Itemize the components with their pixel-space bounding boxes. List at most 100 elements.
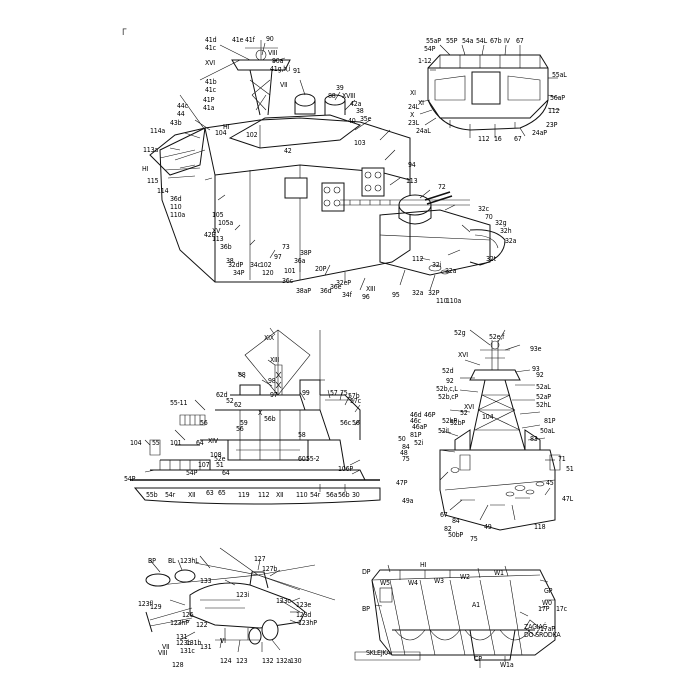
bridge-cap-part-label: 54a: [462, 37, 474, 45]
superstructure-part-label: 56: [352, 419, 360, 427]
mast-part-label: 92: [536, 371, 544, 379]
superstructure-part-label: 106P: [338, 465, 354, 473]
mast-part-label: 50bP: [448, 531, 464, 539]
bridge-part-label: 110a: [446, 297, 462, 305]
mast-part-label: 47L: [562, 495, 573, 503]
helicopter-figure: [145, 547, 336, 653]
superstructure-part-label: 98: [268, 377, 276, 385]
hangar-part-label: W0: [542, 599, 552, 607]
bridge-part-label: 110: [436, 297, 448, 305]
bridge-part-label: 40: [348, 117, 356, 125]
mast-part-label: 52bP: [450, 419, 466, 427]
bridge-part-label: 114a: [150, 127, 166, 135]
bridge-part-label: 41a: [203, 104, 215, 112]
bridge-part-label: 110: [170, 203, 182, 211]
bridge-part-label: 36b: [220, 243, 232, 251]
bridge-part-label: 20P: [315, 265, 327, 273]
bridge-part-label: 94: [408, 161, 416, 169]
bridge-part-label: 102: [260, 261, 272, 269]
mast-part-label: 52iL: [438, 427, 451, 435]
superstructure-part-label: 54r: [310, 491, 320, 499]
mast-part-label: 47P: [396, 479, 408, 487]
bridge-part-label: 32a: [505, 237, 517, 245]
superstructure-part-label: 65: [218, 489, 226, 497]
helicopter-part-label: 127: [254, 555, 266, 563]
helicopter-part-label: BL: [168, 557, 176, 565]
bridge-part-label: 36d: [320, 287, 332, 295]
bridge-part-label: 32a: [445, 267, 457, 275]
bridge-part-label: 32a: [412, 289, 424, 297]
bridge-part-label: 72: [438, 183, 446, 191]
bridge-part-label: 42: [284, 147, 292, 155]
bridge-part-label: 38aP: [296, 287, 311, 295]
bridge-part-label: 32c: [478, 205, 489, 213]
bridge-part-label: 32P: [428, 289, 440, 297]
hangar-part-label: W1a: [500, 661, 514, 669]
superstructure-part-label: 55-2: [306, 455, 320, 463]
mast-part-label: 48: [400, 449, 408, 457]
helicopter-part-label: 123i: [236, 591, 249, 599]
bridge-part-label: 112: [412, 255, 424, 263]
helicopter-part-label: VI: [220, 637, 226, 645]
bridge-part-label: 43b: [170, 119, 182, 127]
superstructure-part-label: 56b: [338, 491, 350, 499]
helicopter-part-label: 131: [176, 633, 188, 641]
hangar-part-label: W5: [380, 579, 390, 587]
bridge-part-label: 88: [328, 92, 336, 100]
helicopter-part-label: 123hL: [180, 557, 199, 565]
bridge-part-label: 39: [336, 84, 344, 92]
hangar-part-label: CP: [474, 655, 482, 663]
bridge-part-label: HI: [142, 165, 149, 173]
bridge-part-label: 36c: [282, 277, 293, 285]
bridge-part-label: 36d: [170, 195, 182, 203]
helicopter-part-label: 123fl: [138, 600, 153, 608]
bridge-part-label: 113: [212, 235, 224, 243]
bridge-part-label: 41d: [205, 36, 217, 44]
mast-part-label: 52g: [454, 329, 466, 337]
bridge-part-label: 101: [284, 267, 296, 275]
helicopter-part-label: 123b: [176, 639, 192, 647]
superstructure-part-label: 55b: [146, 491, 158, 499]
bridge-cap-part-label: 67: [514, 135, 522, 143]
superstructure-part-label: 108: [210, 451, 222, 459]
helicopter-part-label: 133: [200, 577, 212, 585]
bridge-part-label: 34P: [233, 269, 245, 277]
bridge-part-label: 42P: [204, 231, 216, 239]
bridge-part-label: 105a: [218, 219, 234, 227]
mast-part-label: 46d: [410, 411, 422, 419]
superstructure-part-label: 110: [296, 491, 308, 499]
bridge-cap-part-label: 16: [494, 135, 502, 143]
superstructure-part-label: 97: [270, 391, 278, 399]
mast-part-label: 52: [460, 409, 468, 417]
mast-part-label: 49a: [402, 497, 414, 505]
bridge-part-label: 32eP: [336, 279, 351, 287]
helicopter-part-label: 123d: [296, 611, 312, 619]
hangar-part-label: GP: [544, 587, 553, 595]
bridge-part-label: 110a: [170, 211, 186, 219]
superstructure-part-label: 30: [352, 491, 360, 499]
bridge-part-label: 41c: [205, 44, 216, 52]
superstructure-part-label: 56b: [264, 415, 276, 423]
mast-part-label: 49: [484, 523, 492, 531]
bridge-part-label: 105: [212, 211, 224, 219]
bridge-part-label: 38P: [300, 249, 312, 257]
superstructure-part-label: 119: [238, 491, 250, 499]
superstructure-part-label: XII: [276, 491, 284, 499]
superstructure-part-label: 52e: [214, 455, 226, 463]
bridge-cap-part-label: 24L: [408, 103, 419, 111]
superstructure-part-label: 51: [216, 461, 224, 469]
bridge-cap-part-label: XI: [410, 89, 416, 97]
bridge-cap-part-label: 54L: [476, 37, 487, 45]
bridge-part-label: XIII: [366, 285, 376, 293]
superstructure-part-label: 55: [152, 439, 160, 447]
helicopter-part-label: 131: [200, 643, 212, 651]
bridge-part-label: 102: [246, 131, 258, 139]
mast-part-label: 104: [482, 413, 494, 421]
mast-part-label: 52e,f: [489, 333, 505, 341]
hangar-part-label: W2: [460, 573, 470, 581]
hangar-figure: [354, 564, 556, 668]
mast-part-label: 84: [402, 443, 410, 451]
bridge-cap-part-label: 23P: [546, 121, 558, 129]
bridge-part-label: 41P: [203, 96, 215, 104]
